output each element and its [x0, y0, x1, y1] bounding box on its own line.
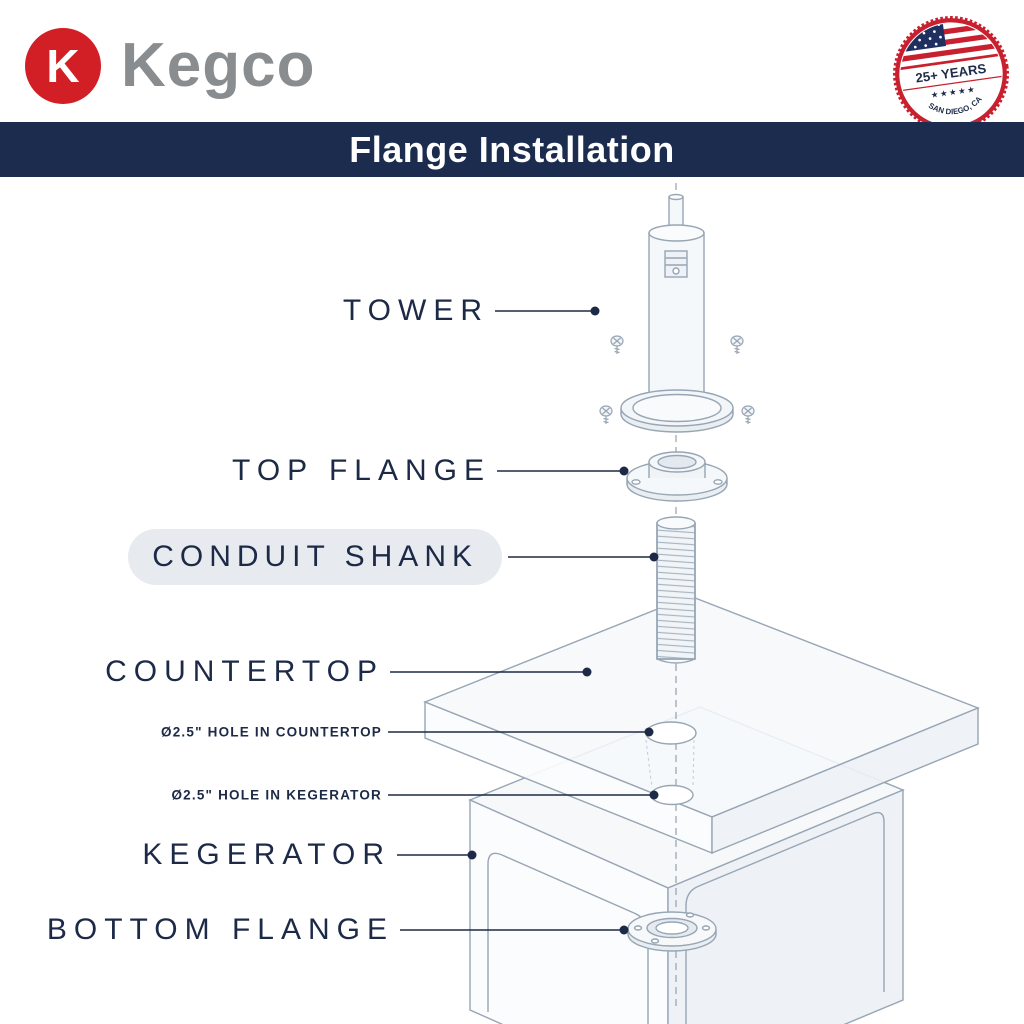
page-title: Flange Installation — [349, 128, 675, 170]
brand-logo: K Kegco — [25, 28, 315, 104]
leader-lines — [388, 306, 659, 935]
kegco-k-icon: K — [25, 28, 101, 104]
label-hole-in-kegerator: Ø2.5" HOLE IN KEGERATOR — [171, 787, 382, 803]
label-hole-in-countertop: Ø2.5" HOLE IN COUNTERTOP — [161, 724, 382, 740]
tower-graphic — [620, 193, 734, 433]
label-tower: TOWER — [342, 294, 489, 327]
countertop-hole — [645, 721, 697, 745]
top-flange-graphic — [626, 451, 728, 502]
brand-name: Kegco — [121, 31, 316, 100]
label-bottom-flange: BOTTOM FLANGE — [46, 913, 394, 946]
label-top-flange: TOP FLANGE — [232, 454, 491, 487]
anniversary-badge-icon: 25+ YEARS ★★★★★ SAN DIEGO, CA — [893, 16, 1009, 132]
anniversary-badge: 25+ YEARS ★★★★★ SAN DIEGO, CA — [893, 16, 1009, 132]
title-banner: Flange Installation — [0, 122, 1024, 177]
label-countertop: COUNTERTOP — [105, 655, 384, 688]
label-conduit-shank: CONDUIT SHANK — [128, 529, 502, 585]
label-kegerator: KEGERATOR — [142, 838, 391, 871]
countertop-graphic — [423, 595, 980, 855]
logo-letter: K — [46, 40, 80, 92]
conduit-shank-graphic — [656, 516, 696, 664]
bottom-flange-graphic — [627, 911, 717, 952]
